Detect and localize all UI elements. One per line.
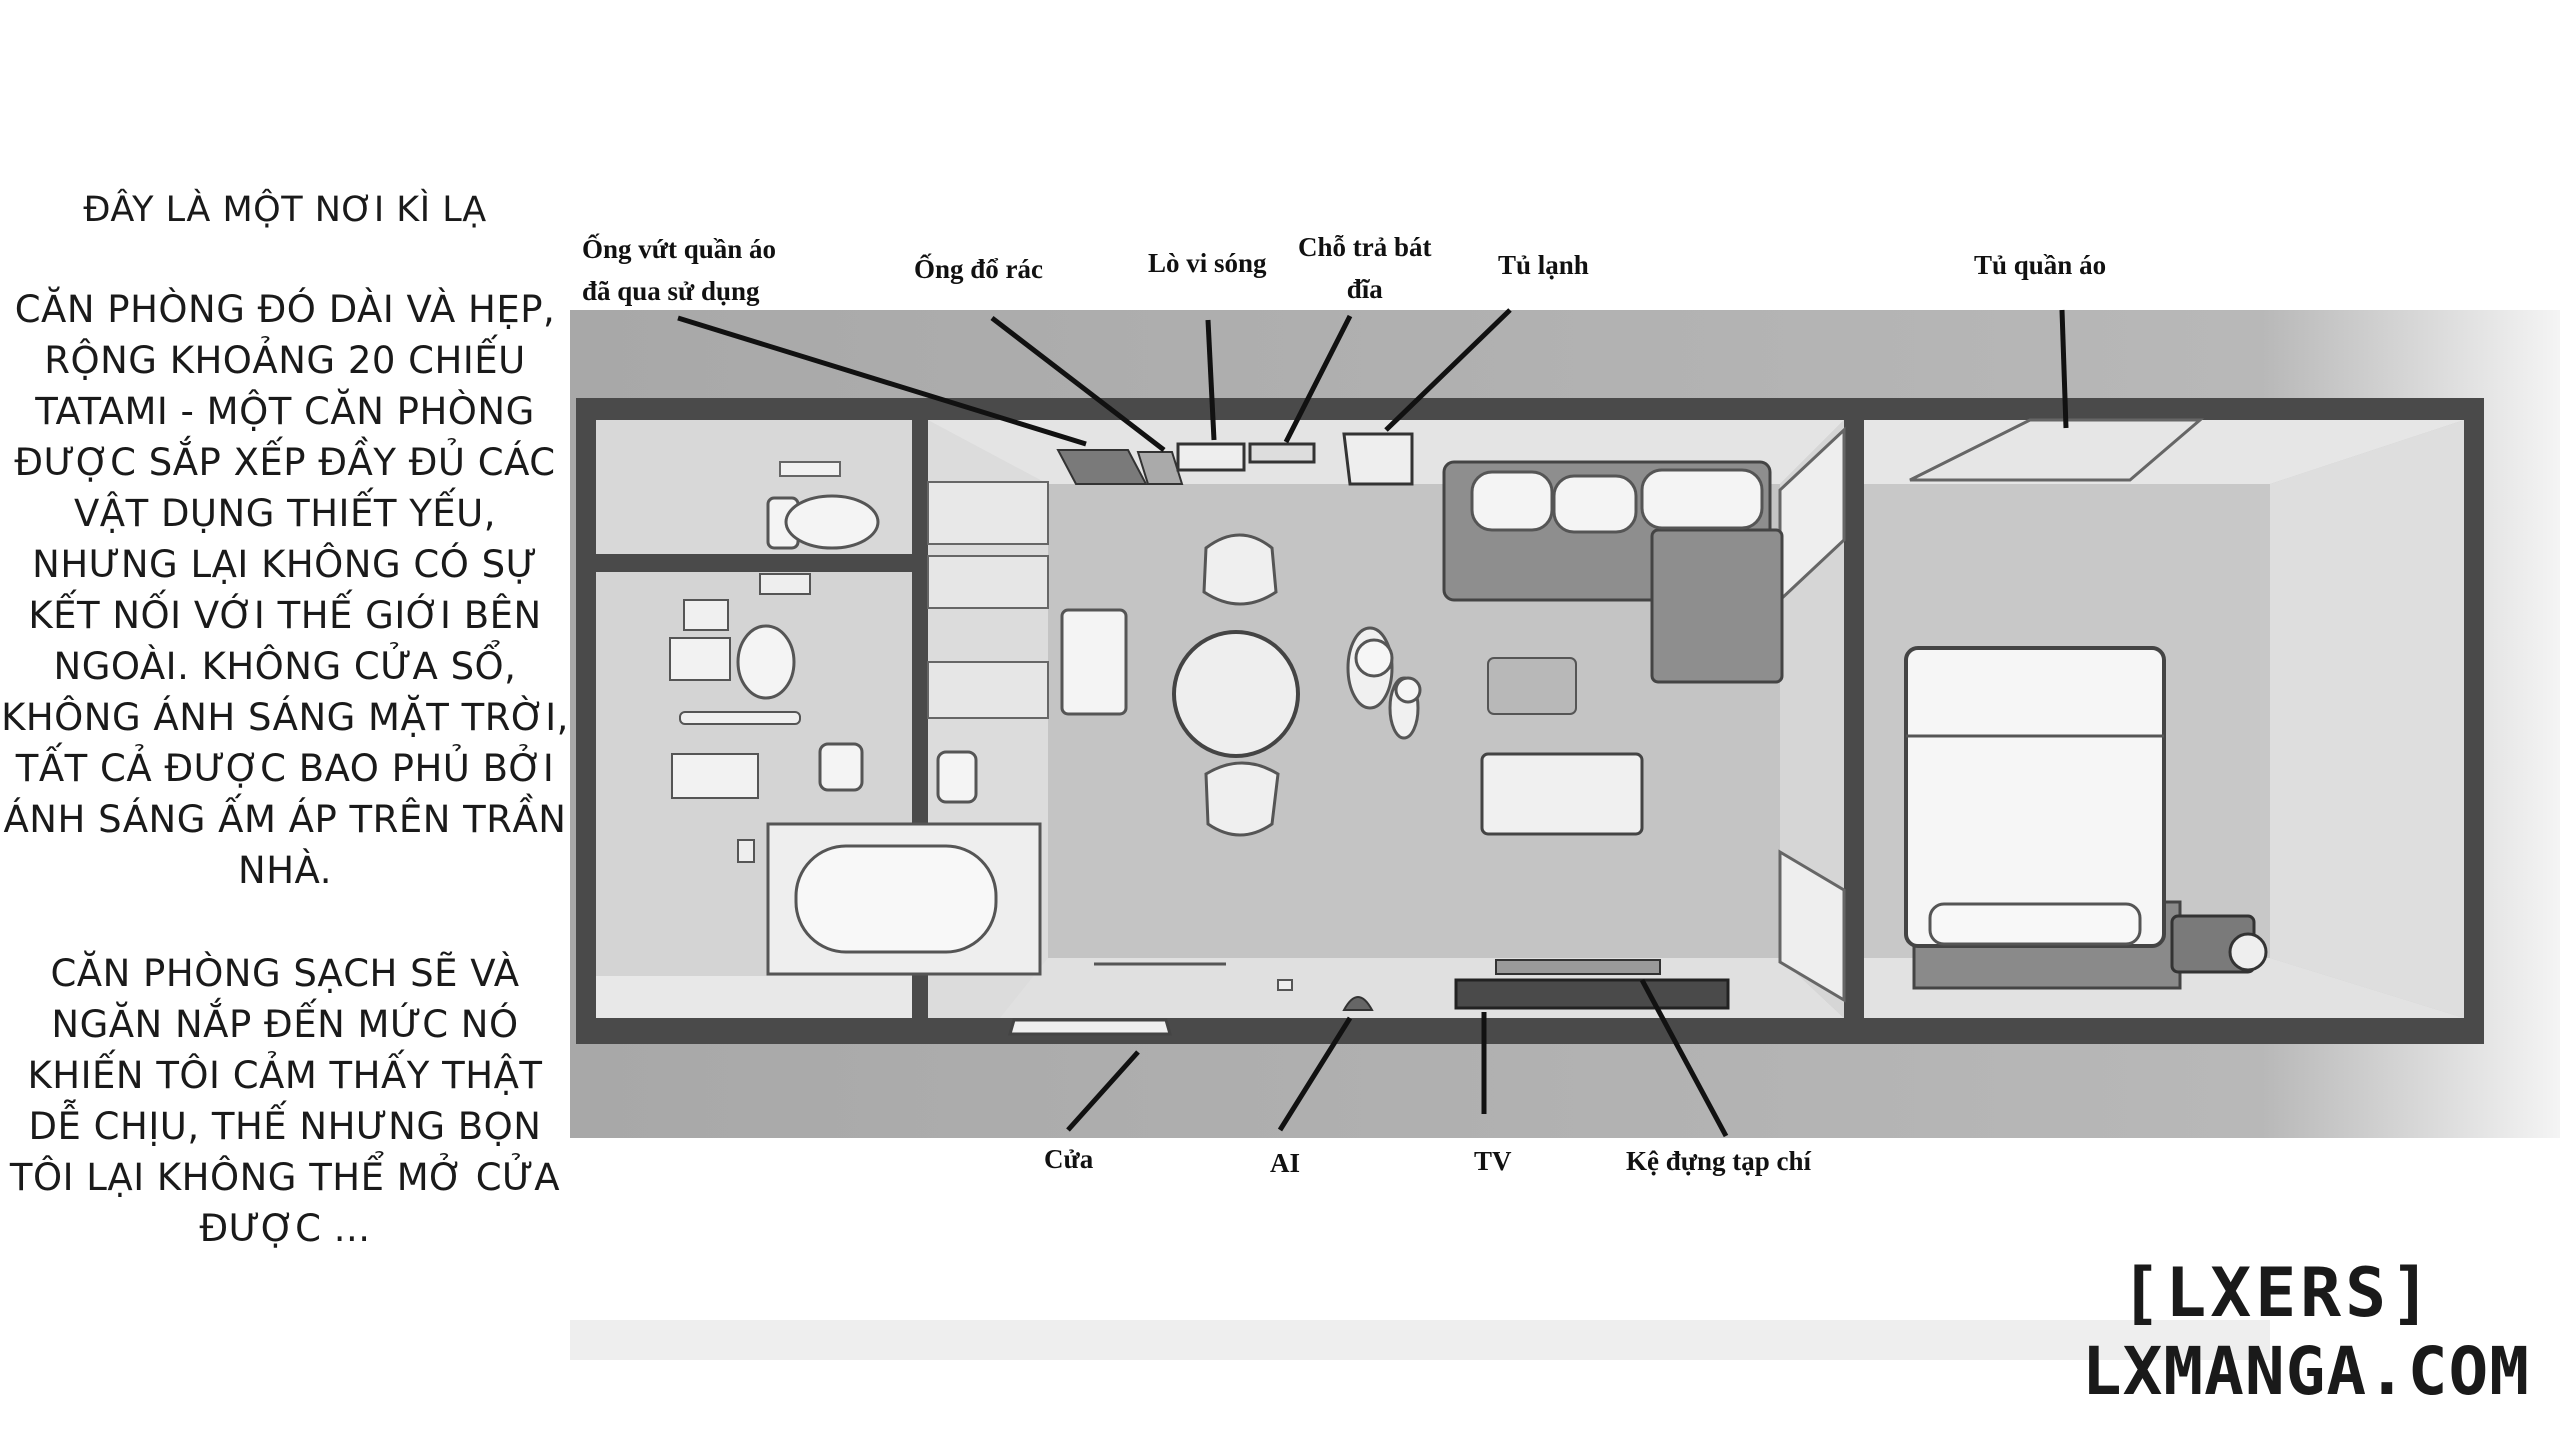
label-laundry-chute: Ống vứt quần áo đã qua sử dụng [582, 228, 776, 312]
label-trash-chute: Ống đổ rác [914, 254, 1044, 284]
laundry-chute-hatch [1056, 449, 1148, 485]
closet-stool [936, 750, 978, 804]
watermark-line2: LXMANGA.COM [2081, 1333, 2530, 1410]
dining-chair-bottom [1204, 761, 1280, 837]
cabinet-upper [927, 555, 1049, 609]
entrance-door [1008, 1018, 1172, 1036]
bath-stool [818, 742, 864, 792]
narration-paragraph-2: Căn phòng sạch sẽ và ngăn nắp đến mức nó… [9, 952, 561, 1250]
bath-mat [671, 753, 759, 799]
leader-wardrobe [2059, 309, 2069, 429]
sofa-cushion-3 [1640, 468, 1764, 530]
wall-living-bedroom-top [1844, 420, 1864, 550]
bed-pillow [1928, 902, 2142, 946]
label-door: Cửa [1044, 1144, 1094, 1174]
partition-panel-top [1778, 426, 1846, 604]
tv-unit [1454, 978, 1730, 1010]
sofa-chaise [1650, 528, 1784, 684]
bath-mirror [669, 637, 731, 681]
wall-living-bedroom-bottom [1844, 890, 1864, 1018]
label-magazine-rack: Kệ đựng tạp chí [1626, 1146, 1811, 1176]
label-fridge: Tủ lạnh [1498, 250, 1589, 280]
wardrobe [1909, 418, 2205, 482]
towel-rack [683, 599, 729, 631]
shower-head [679, 711, 801, 725]
trash-chute-hatch [1136, 451, 1184, 485]
sofa-cushion-2 [1552, 474, 1638, 534]
sofa-cushion-1 [1470, 470, 1554, 532]
wall-outlet [1277, 979, 1293, 991]
label-dish-return-line1: Chỗ trả bát [1298, 232, 1432, 262]
magazine-rack [1495, 959, 1661, 975]
watermark-line1: [LXERS] [2120, 1254, 2435, 1333]
nightstand-lamp [2228, 932, 2268, 972]
label-laundry-chute-line1: Ống vứt quần áo [582, 234, 777, 264]
bedroom-right-wall [2270, 420, 2464, 1018]
washbasin [736, 624, 796, 700]
rug [1487, 657, 1577, 715]
narration-title: Đây là một nơi kì lạ [83, 190, 487, 230]
ai-device [1342, 996, 1374, 1011]
leader-door [1066, 1050, 1140, 1132]
leader-magazine-rack [1639, 978, 1729, 1138]
leader-fridge [1384, 308, 1512, 432]
label-ai: AI [1270, 1148, 1301, 1178]
label-microwave: Lò vi sóng [1148, 248, 1267, 278]
leader-microwave [1205, 319, 1217, 441]
leader-dish-return [1283, 314, 1353, 444]
bathroom-front-wall [596, 976, 912, 1018]
bath-fixture [759, 573, 811, 595]
leader-laundry-chute [677, 315, 1087, 447]
bed [1904, 646, 2166, 948]
dining-chair-top [1202, 533, 1278, 606]
light-switch [737, 839, 755, 863]
leader-trash-chute [990, 316, 1166, 452]
wall-cabinet [1060, 608, 1128, 716]
toilet-shelf [779, 461, 841, 477]
dish-return-slot [1248, 442, 1316, 464]
leader-ai [1277, 1016, 1353, 1132]
narration-box: Đây là một nơi kì lạ Căn phòng đó dài và… [0, 185, 570, 1306]
watermark: [LXERS] LXMANGA.COM [2082, 1254, 2530, 1410]
microwave [1176, 442, 1246, 472]
bathtub-inner [794, 844, 998, 954]
characters-figure [1346, 626, 1422, 740]
label-laundry-chute-line2: đã qua sử dụng [582, 276, 760, 306]
label-tv: TV [1474, 1146, 1512, 1176]
dining-table [1172, 630, 1300, 758]
wall-toilet-bath [596, 554, 912, 572]
coffee-table [1480, 752, 1644, 836]
ground-shadow [570, 1320, 2270, 1360]
partition-panel [1778, 849, 1846, 1003]
leader-lines [677, 308, 2069, 1138]
label-wardrobe: Tủ quần áo [1974, 250, 2107, 280]
toilet-bowl [784, 494, 880, 550]
label-dish-return-line2: đĩa [1346, 274, 1383, 304]
fridge [1342, 432, 1414, 486]
label-dish-return: Chỗ trả bát đĩa [1298, 226, 1432, 310]
laundry-shelf [927, 481, 1049, 545]
narration-paragraph-1: Căn phòng đó dài và hẹp, rộng khoảng 20 … [1, 288, 569, 892]
cabinet-lower [927, 661, 1049, 719]
